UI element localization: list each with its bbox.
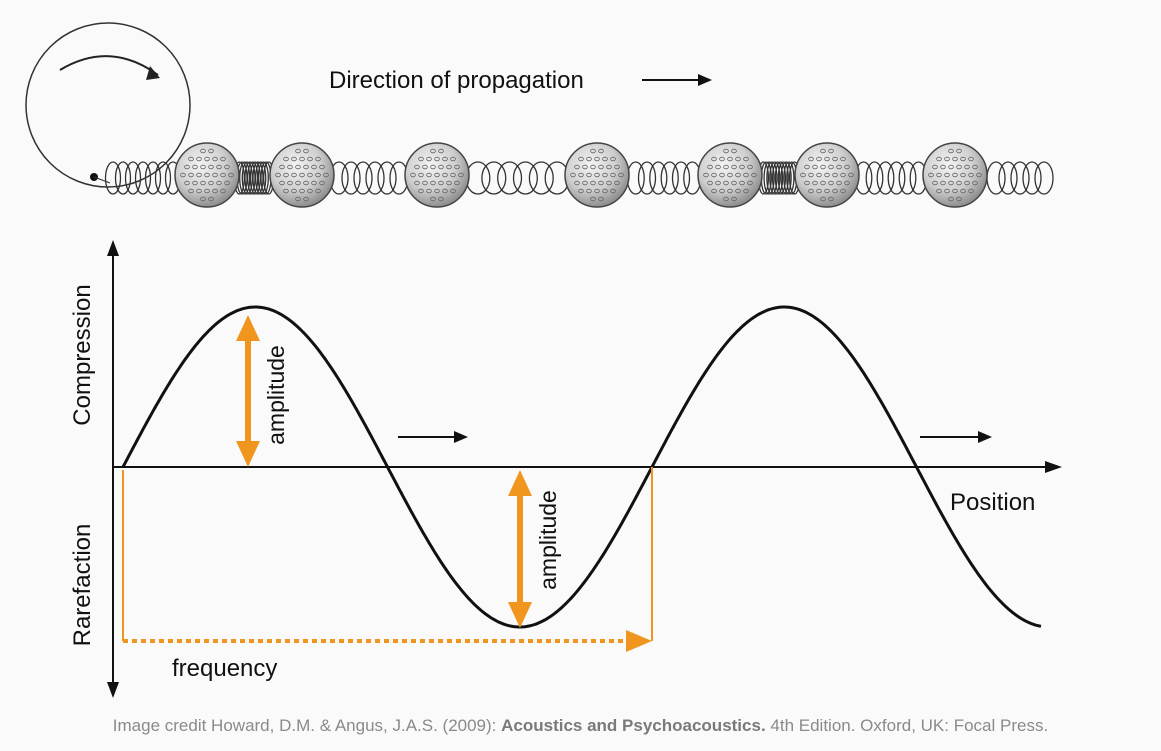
position-label: Position <box>950 489 1035 516</box>
spring-loop <box>771 161 784 195</box>
particle-ball <box>404 142 470 208</box>
frequency-bracket <box>122 467 653 652</box>
spring-loop <box>766 161 778 195</box>
credit-prefix: Image credit Howard, D.M. & Angus, J.A.S… <box>112 716 502 735</box>
spring-loop <box>777 161 789 195</box>
spring-loop <box>114 161 132 195</box>
amplitude-label-2: amplitude <box>535 490 561 590</box>
spring-loop <box>783 161 795 195</box>
spring-loop <box>637 161 657 195</box>
y-axis <box>107 240 119 698</box>
spring-loop <box>769 161 781 195</box>
spring-loop <box>1034 161 1054 195</box>
spring-loop <box>1022 161 1042 195</box>
spring-loop <box>671 161 691 195</box>
image-credit: Image credit Howard, D.M. & Angus, J.A.S… <box>0 716 1161 736</box>
particle-ball <box>697 142 763 208</box>
compression-label: Compression <box>69 284 96 425</box>
particle-ball <box>269 142 335 208</box>
direction-arrow <box>642 74 712 86</box>
particle-ball <box>564 142 630 208</box>
spring-loop <box>481 161 507 195</box>
spring-loop <box>255 161 267 195</box>
spring-loop <box>365 161 385 195</box>
direction-label: Direction of propagation <box>329 67 584 94</box>
spring-loop <box>257 161 269 195</box>
credit-book-title: Acoustics and Psychoacoustics. <box>501 716 766 735</box>
x-axis <box>113 461 1062 473</box>
spring-loop <box>887 161 906 195</box>
spring-loop <box>241 161 253 195</box>
wave-arrow-2 <box>920 431 992 443</box>
spring-loop <box>249 161 261 195</box>
spring-loop <box>1010 161 1030 195</box>
spring-loop <box>154 161 172 195</box>
spring-loop <box>104 161 122 195</box>
wave-curve <box>121 305 1042 629</box>
spring-loop <box>512 161 538 195</box>
spring-loop <box>144 161 162 195</box>
crank-wheel <box>25 22 191 188</box>
spring-loop <box>780 161 792 195</box>
particle-balls <box>174 142 988 208</box>
particle-ball <box>922 142 988 208</box>
spring-loop <box>377 161 397 195</box>
spring-loop <box>998 161 1018 195</box>
spring-loop <box>649 161 668 195</box>
particle-ball <box>174 142 240 208</box>
spring-loop <box>774 161 787 195</box>
spring-loop <box>876 161 895 195</box>
particle-ball <box>794 142 860 208</box>
credit-suffix: 4th Edition. Oxford, UK: Focal Press. <box>765 716 1049 735</box>
spring-loop <box>865 161 884 195</box>
spring-loop <box>124 161 142 195</box>
spring-loop <box>353 161 373 195</box>
rarefaction-label: Rarefaction <box>69 524 96 647</box>
spring-loop <box>252 161 264 195</box>
spring-loop <box>898 161 917 195</box>
spring-loop <box>528 161 554 195</box>
spring-loop <box>660 161 679 195</box>
spring-loop <box>763 161 775 195</box>
spring-loop <box>244 161 256 195</box>
wave-arrow-1 <box>398 431 468 443</box>
amplitude-arrow-1 <box>236 315 260 467</box>
amplitude-label-1: amplitude <box>263 345 289 445</box>
amplitude-arrow-2 <box>508 470 532 628</box>
spring-loop <box>497 161 523 195</box>
spring-loop <box>341 161 361 195</box>
frequency-label: frequency <box>172 655 277 682</box>
spring-loop <box>134 161 152 195</box>
